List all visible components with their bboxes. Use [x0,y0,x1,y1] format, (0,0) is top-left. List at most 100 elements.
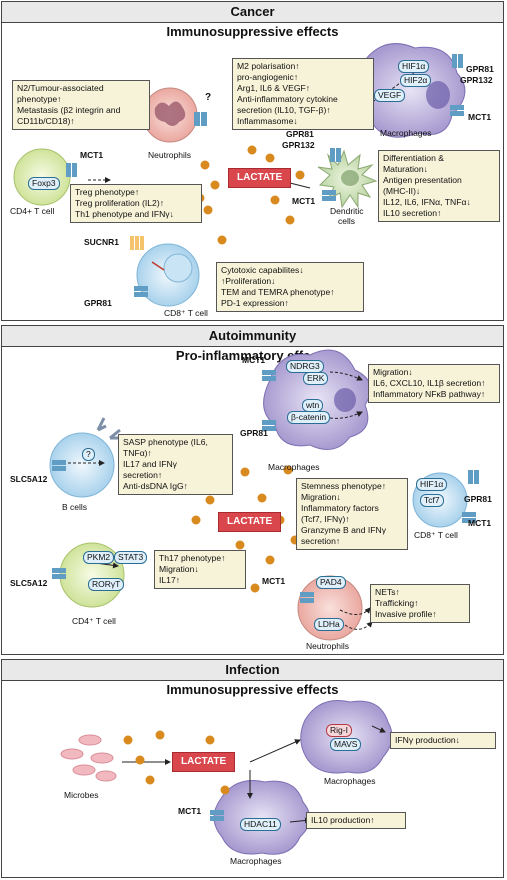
auto-slc5a12-b: SLC5A12 [10,474,48,484]
cancer-neutrophil-receptor [194,112,207,126]
auto-arrows [68,371,405,630]
lactate-dot [285,215,295,225]
cancer-gpr132: GPR132 [460,75,493,85]
cancer-subtitle: Immunosuppressive effects [166,24,339,39]
lactate-dot [203,205,213,215]
cancer-sucnr1: SUCNR1 [84,237,119,247]
cancer-title: Cancer [2,2,503,23]
infection-macrophage-label-top: Macrophages [324,776,376,786]
infection-title: Infection [2,660,503,681]
infection-macrophage-label-bottom: Macrophages [230,856,282,866]
infection-macrophage-bottom [210,780,311,855]
lactate-dot [265,555,275,565]
cancer-macrophage-label: Macrophages [380,128,432,138]
auto-macrophage-receptors [262,370,276,431]
auto-neutrophil-label: Neutrophils [306,641,349,651]
auto-mct1-neut: MCT1 [262,576,286,586]
cancer-gpr81: GPR81 [466,64,494,74]
lactate-dot [257,493,267,503]
auto-stat3: STAT3 [114,551,148,564]
lactate-dot [205,735,215,745]
lactate-dot [217,235,227,245]
cancer-macrophage-cell [355,43,466,138]
lactate-dot [247,145,257,155]
cancer-dc-label-2: cells [338,216,356,226]
lactate-dot [145,775,155,785]
cancer-macrophage-receptors [450,54,464,116]
auto-neutrophil-effects: NETs↑ Trafficking↑ Invasive profile↑ [370,584,470,623]
lactate-dot [250,583,260,593]
cancer-hif1a: HIF1α [398,60,430,73]
lactate-dot [210,180,220,190]
auto-rorgt: RORγT [88,578,125,591]
lactate-dot [155,730,165,740]
lactate-dot [123,735,133,745]
auto-bcell [49,417,121,498]
auto-erk: ERK [303,372,329,385]
lactate-dot [295,170,305,180]
auto-gpr81-cd8: GPR81 [464,494,492,504]
auto-pkm2: PKM2 [83,551,115,564]
lactate-dot [240,467,250,477]
lactate-dot [191,515,201,525]
cancer-cd8-cell [130,236,200,307]
auto-cd4-label: CD4⁺ T cell [72,616,116,626]
cancer-dc-effects: Differentiation & Maturation↓ Antigen pr… [378,150,500,222]
cancer-mct1-dc: MCT1 [292,196,316,206]
infection-mct1: MCT1 [178,806,202,816]
auto-cd8-effects: Stemness phenotype↑ Migration↓ Inflammat… [296,478,408,550]
cancer-vegf: VEGF [374,89,406,102]
cancer-treg-effects: Treg phenotype↑ Treg proliferation (IL2)… [70,184,202,223]
lactate-dot [135,755,145,765]
cancer-gpr81-cd8: GPR81 [84,298,112,308]
infection-arrows [122,725,386,824]
lactate-dot [235,540,245,550]
infection-lactate: LACTATE [172,752,236,772]
cancer-mct1-mac: MCT1 [468,112,492,122]
infection-subtitle: Immunosuppressive effects [166,682,339,697]
cancer-neutrophil-cell [142,87,198,143]
cancer-dc-receptors [322,148,341,201]
auto-bcell-label: B cells [62,502,88,512]
lactate-dot [270,195,280,205]
cancer-cd8-label: CD8⁺ T cell [164,308,208,318]
infection-hdac11: HDAC11 [240,818,281,831]
cancer-mct1-cd4: MCT1 [80,150,104,160]
infection-il10-effect: IL10 production↑ [306,812,406,829]
auto-mct1-mac: MCT1 [242,355,266,365]
auto-slc5a12-cd4: SLC5A12 [10,578,48,588]
auto-bcell-q: ? [82,448,95,461]
auto-bcell-effects: SASP phenotype (IL6, TNFα)↑ IL17 and IFN… [118,434,233,495]
cancer-neutrophil-label: Neutrophils [148,150,191,160]
cancer-cd8-effects: Cytotoxic capabilites↓ ↑Proliferation↓ T… [216,262,364,312]
auto-tcf7: Tcf7 [420,494,444,507]
auto-ldha: LDHa [314,618,344,631]
lactate-dot [220,785,230,795]
cancer-macrophage-effects: M2 polarisation↑ pro-angiogenic↑ Arg1, I… [232,58,374,130]
lactate-dot [283,465,293,475]
cancer-foxp3: Foxp3 [28,177,60,190]
auto-macrophage-effects: Migration↓ IL6, CXCL10, IL1β secretion↑ … [368,364,500,403]
cancer-neutrophil-effects: N2/Tumour-associated phenotype↑ Metastas… [12,80,150,130]
auto-macrophage-label: Macrophages [268,462,320,472]
cancer-lactate: LACTATE [228,168,292,188]
infection-rigi: Rig-I [326,724,352,737]
lactate-dot [200,160,210,170]
cancer-cd4-label: CD4+ T cell [10,206,55,216]
cancer-gpr132-dc: GPR132 [282,140,315,150]
infection-microbes-label: Microbes [64,790,99,800]
cancer-neutrophil-q: ? [205,92,212,103]
cancer-hif2a: HIF2α [400,74,432,87]
lactate-dot [205,495,215,505]
autoimmunity-title: Autoimmunity [2,326,503,347]
lactate-dot [265,153,275,163]
auto-cd4-effects: Th17 phenotype↑ Migration↓ IL17↑ [154,550,246,589]
auto-bcat: β-catenin [287,411,331,424]
cancer-dc-label-1: Dendritic [330,206,364,216]
infection-mavs: MAVS [330,738,362,751]
auto-hif1a: HIF1α [416,478,448,491]
lactate-dots [123,145,305,795]
auto-cd8-label: CD8⁺ T cell [414,530,458,540]
auto-ndrg3: NDRG3 [286,360,324,373]
